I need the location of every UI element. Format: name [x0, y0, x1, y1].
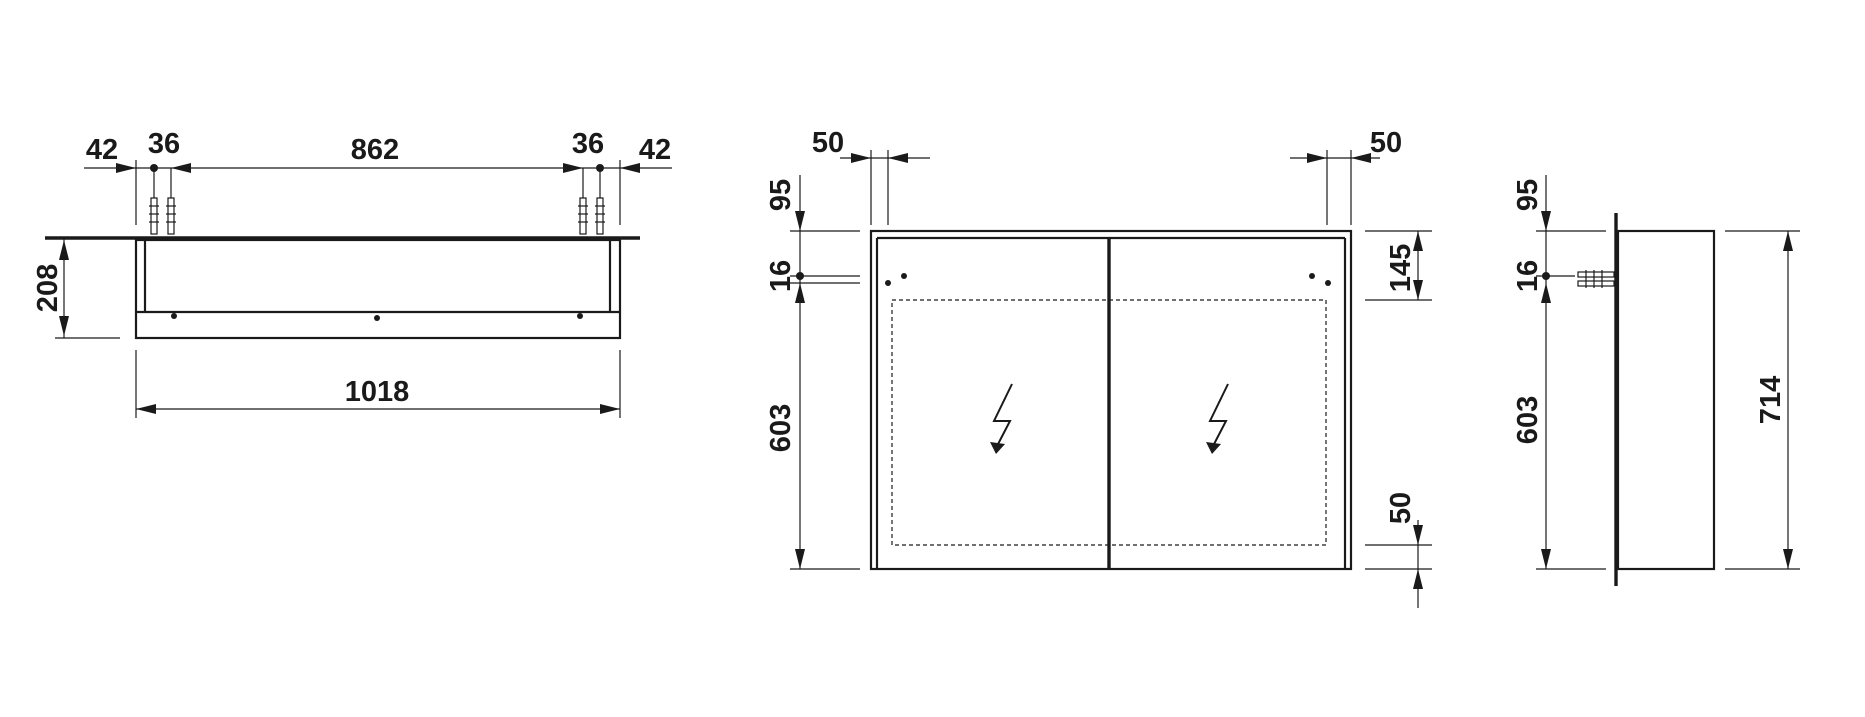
dim-side-right: 42: [639, 134, 671, 166]
electric-lightning-icon: [990, 383, 1013, 454]
screw-dot: [171, 313, 177, 319]
top-view: 42 36 862 36 42 208 1018: [32, 128, 672, 418]
dim-total-height: 714: [1755, 376, 1787, 424]
electric-lightning-icon: [1206, 383, 1229, 454]
dim-frame-right: 50: [1370, 127, 1402, 159]
dim-side-fixing-diameter: 16: [1512, 260, 1544, 292]
side-view: 95 16 603 714: [1512, 175, 1800, 586]
wall-plug-icon: [1577, 270, 1615, 288]
dim-fixing-right: 36: [572, 128, 604, 160]
dim-bottom-frame: 50: [1385, 492, 1417, 524]
screw-dot: [374, 315, 380, 321]
cabinet-front: [869, 229, 1353, 571]
dim-hole-height: 145: [1385, 244, 1417, 292]
screw-dot: [577, 313, 583, 319]
cabinet-body: [134, 238, 622, 340]
cabinet-side: [1616, 229, 1716, 571]
dim-fixing-diameter: 16: [765, 260, 797, 292]
dim-fixing-distance: 862: [351, 134, 399, 166]
dim-fixing-height: 603: [765, 404, 797, 452]
dim-side-left: 42: [86, 134, 118, 166]
dim-depth: 208: [32, 264, 64, 312]
dim-side-top-offset: 95: [1512, 179, 1544, 211]
dim-side-fixing-height: 603: [1512, 396, 1544, 444]
front-view: 50 50 95 16 603 145 50: [765, 127, 1432, 608]
dim-frame-left: 50: [812, 127, 844, 159]
dim-fixing-left: 36: [148, 128, 180, 160]
wall-plug-icon: [149, 197, 176, 235]
dim-top-offset: 95: [765, 179, 797, 211]
wall-plug-icon: [578, 197, 605, 235]
dim-width: 1018: [345, 376, 410, 408]
